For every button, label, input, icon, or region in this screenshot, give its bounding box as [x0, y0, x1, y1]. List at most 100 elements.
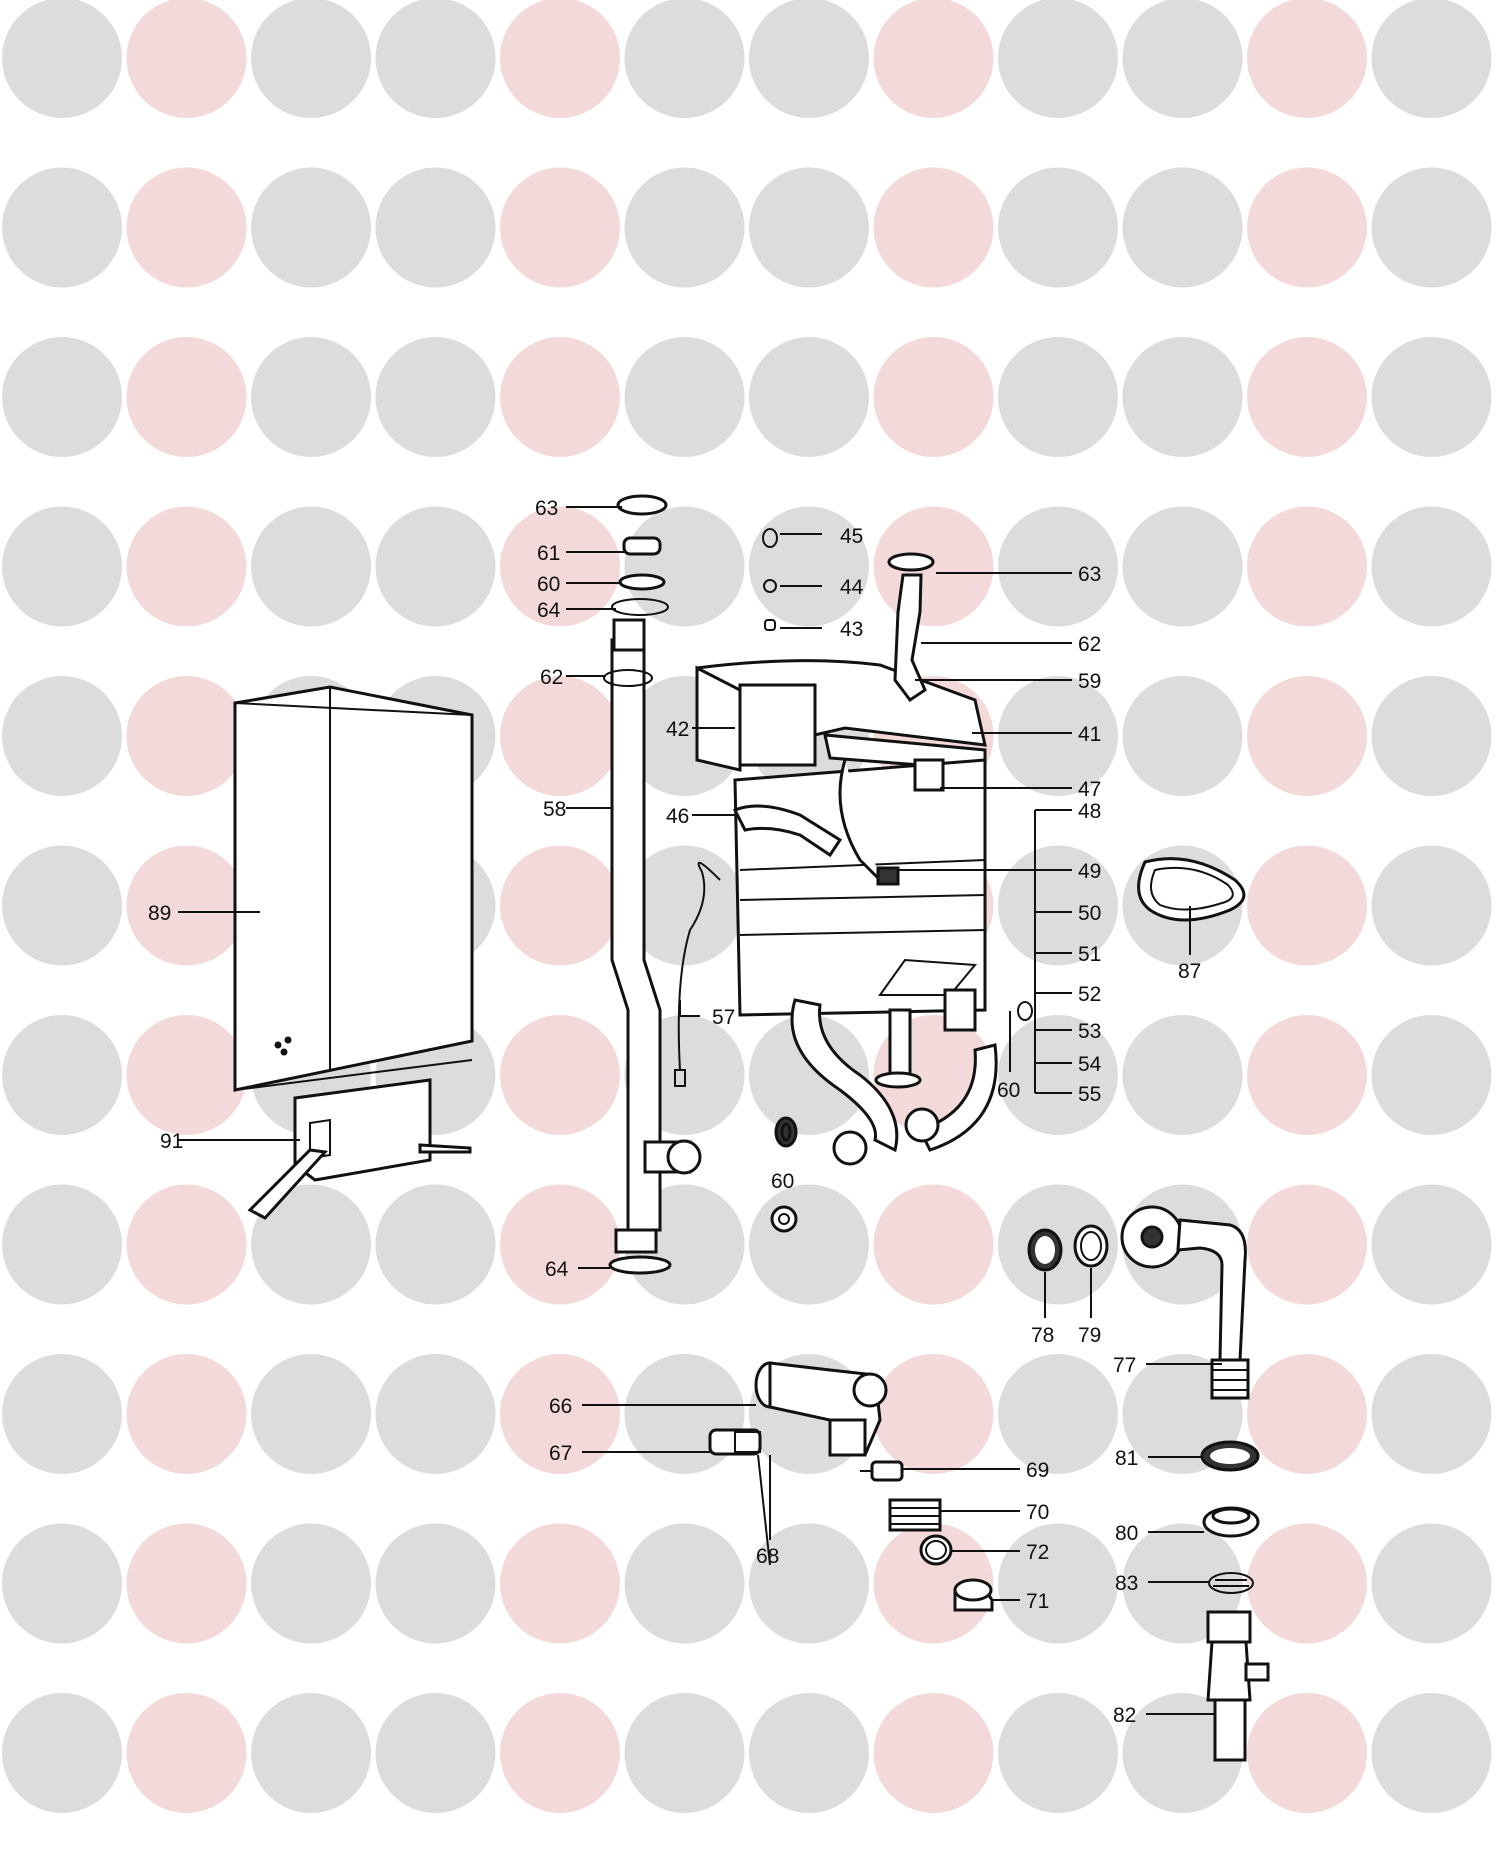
part-label-42: 42 — [666, 718, 689, 741]
watermark-circle — [749, 1184, 869, 1305]
watermark-circle — [500, 676, 620, 796]
watermark-circle — [1247, 1015, 1367, 1135]
watermark-circle — [126, 167, 247, 288]
watermark-circle — [500, 167, 620, 288]
watermark-circle — [873, 1523, 994, 1644]
watermark-circle — [375, 506, 496, 627]
watermark-circle — [2, 506, 122, 627]
watermark-circle — [126, 506, 247, 627]
watermark-circle — [1371, 1015, 1492, 1135]
watermark-circle — [749, 506, 869, 627]
watermark-circle — [126, 1693, 247, 1813]
watermark-circle — [2, 0, 122, 118]
watermark-circle — [2, 1184, 122, 1305]
watermark-circle — [1247, 1693, 1367, 1813]
part-label-80: 80 — [1115, 1522, 1138, 1545]
watermark-circle — [500, 1184, 620, 1305]
watermark-circle — [873, 167, 994, 288]
watermark-circle — [1122, 1693, 1243, 1813]
part-label-54: 54 — [1078, 1053, 1102, 1076]
part-label-49: 49 — [1078, 860, 1101, 883]
part-label-64: 64 — [545, 1258, 569, 1281]
part-drawings — [233, 494, 1270, 1762]
watermark-circle — [500, 506, 620, 627]
watermark-circle — [2, 1354, 122, 1474]
watermark-circle — [375, 167, 496, 288]
flow-pipe-drawing — [608, 618, 702, 1275]
watermark-circle — [998, 845, 1118, 966]
watermark-circle — [251, 506, 371, 627]
bottom-valve-assembly — [708, 1361, 888, 1566]
part-label-61: 61 — [537, 542, 560, 565]
watermark-circle — [1122, 506, 1243, 627]
part-label-59: 59 — [1078, 670, 1101, 693]
small-screws-washers — [762, 528, 778, 631]
watermark-circle — [998, 506, 1118, 627]
elbow-fitting-drawing — [1120, 1205, 1250, 1400]
watermark-circle — [1371, 845, 1492, 966]
part-label-60: 60 — [997, 1079, 1020, 1102]
watermark-circle — [375, 1523, 496, 1644]
part-number-labels: 63 61 60 64 62 58 89 91 64 45 44 43 42 4… — [148, 497, 1201, 1727]
watermark-circle — [375, 0, 496, 118]
watermark-circle — [375, 1184, 496, 1305]
watermark-circle — [749, 1523, 869, 1644]
watermark-circle — [126, 1354, 247, 1474]
lower-pipes-drawing — [790, 988, 998, 1166]
watermark-circle — [1247, 1184, 1367, 1305]
casing-drawing — [233, 685, 474, 1092]
part-label-48: 48 — [1078, 800, 1101, 823]
watermark-circle — [1122, 337, 1243, 457]
watermark-circle — [1247, 1523, 1367, 1644]
watermark-circle — [500, 0, 620, 118]
part-label-91: 91 — [160, 1130, 183, 1153]
watermark-circle — [1247, 167, 1367, 288]
part-label-83: 83 — [1115, 1572, 1138, 1595]
part-label-62: 62 — [540, 666, 563, 689]
watermark-circle — [749, 0, 869, 118]
watermark-circle — [1122, 1015, 1243, 1135]
part-label-71: 71 — [1026, 1590, 1049, 1613]
watermark-circle — [624, 0, 745, 118]
center-washers — [770, 1001, 1033, 1233]
watermark-circle — [375, 337, 496, 457]
part-label-50: 50 — [1078, 902, 1101, 925]
part-label-57: 57 — [712, 1006, 735, 1029]
watermark-circle — [998, 1015, 1118, 1135]
watermark-circle — [1371, 1184, 1492, 1305]
watermark-circle — [2, 1693, 122, 1813]
watermark-circle — [2, 1015, 122, 1135]
watermark-circle — [500, 1693, 620, 1813]
watermark-circle — [998, 1693, 1118, 1813]
return-pipe-drawing — [887, 552, 935, 703]
watermark-circle — [624, 167, 745, 288]
watermark-circle — [1371, 1523, 1492, 1644]
watermark-circle — [624, 337, 745, 457]
watermark-circle — [500, 337, 620, 457]
part-label-78: 78 — [1031, 1324, 1054, 1347]
part-label-44: 44 — [840, 576, 864, 599]
watermark-circle — [1371, 1693, 1492, 1813]
part-label-41: 41 — [1078, 723, 1101, 746]
watermark-circle — [1371, 676, 1492, 796]
watermark-circle — [126, 1015, 247, 1135]
part-label-72: 72 — [1026, 1541, 1049, 1564]
watermark-circle — [126, 676, 247, 796]
part-label-81: 81 — [1115, 1447, 1138, 1470]
watermark-circle — [2, 337, 122, 457]
part-label-60: 60 — [771, 1170, 794, 1193]
watermark-circle — [2, 845, 122, 966]
part-label-58: 58 — [543, 798, 566, 821]
watermark-circle — [2, 676, 122, 796]
watermark-circle — [873, 0, 994, 118]
watermark-circle — [749, 1015, 869, 1135]
watermark-circle — [251, 1184, 371, 1305]
watermark-circle — [1371, 167, 1492, 288]
watermark-circle — [1247, 845, 1367, 966]
part-label-60: 60 — [537, 573, 560, 596]
watermark-circle — [1247, 337, 1367, 457]
right-column-parts — [1200, 1440, 1270, 1762]
watermark-circle — [873, 1693, 994, 1813]
watermark-circle — [2, 167, 122, 288]
